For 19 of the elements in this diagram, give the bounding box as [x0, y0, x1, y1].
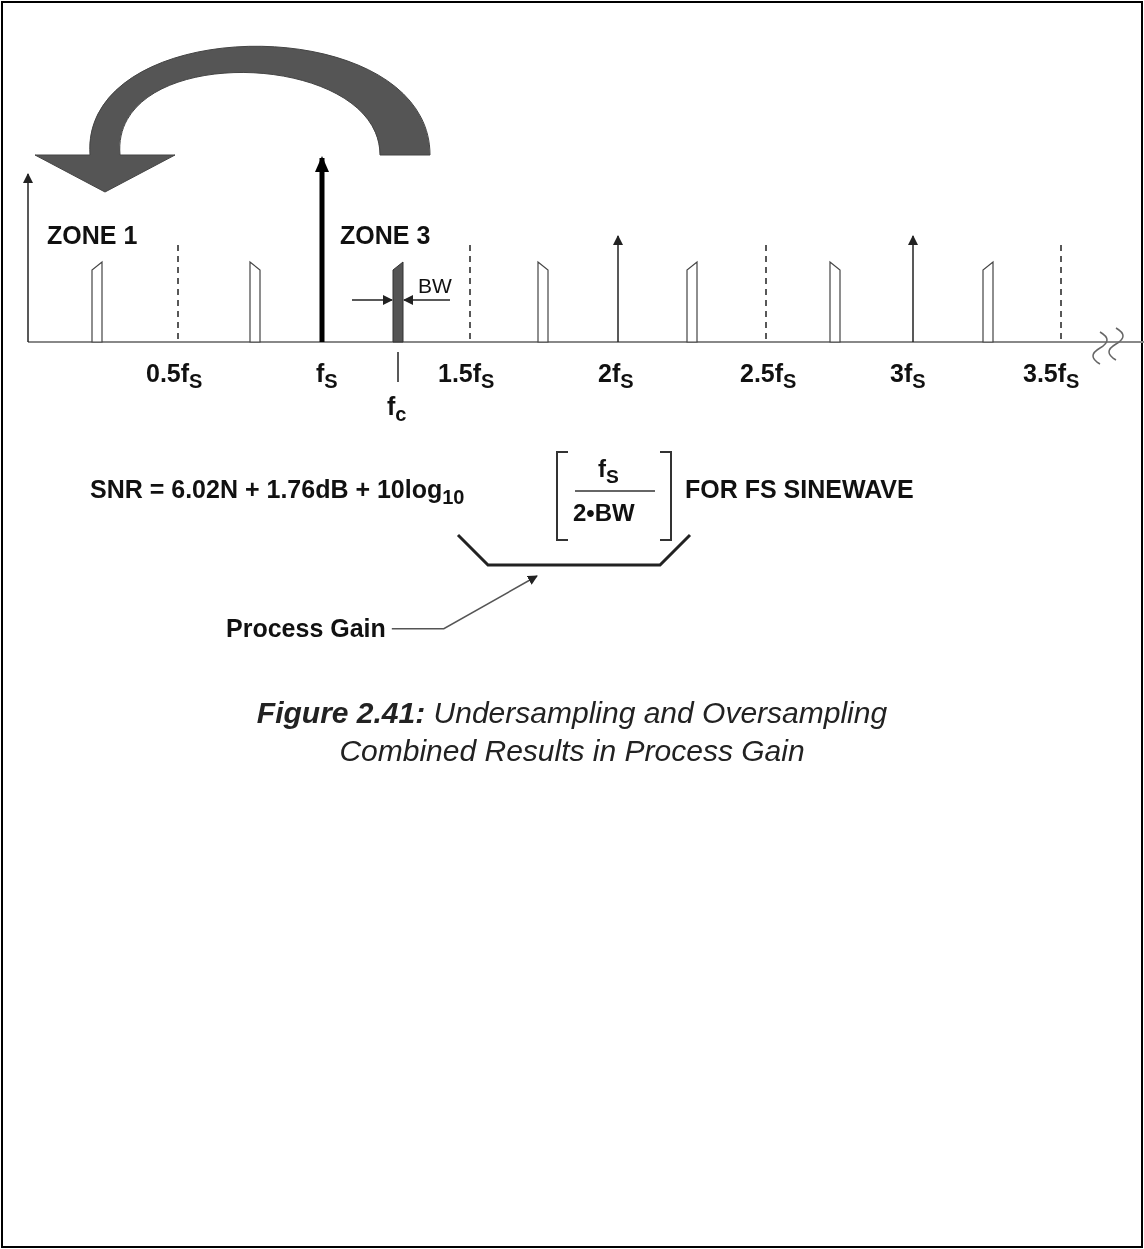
frequency-label: 2.5f$_{S}$	[740, 360, 797, 392]
figure-caption: Figure 2.41: Undersampling and Oversampling Combined Results in Process Gain	[255, 695, 889, 769]
frequency-label: 1.5f$_{S}$	[438, 360, 495, 392]
frequency-label: 2f$_{S}$	[598, 360, 634, 392]
frequency-label: 3.5f$_{S}$	[1023, 360, 1080, 392]
frequency-label: 0.5f$_{S}$	[146, 360, 203, 392]
bandwidth-label: BW	[418, 274, 452, 298]
callout-text: Process Gain	[226, 615, 386, 643]
frequency-label: f$_{c}$	[387, 393, 407, 425]
underbrace	[456, 533, 692, 567]
fraction-denominator: 2•BW	[573, 500, 635, 527]
frequency-label: 3f$_{S}$	[890, 360, 926, 392]
snr-formula: SNR = 6.02N + 1.76dB + 10log$_{10}$	[90, 476, 465, 508]
zone-label: ZONE 3	[340, 222, 431, 250]
fraction-numerator: f$_{S}$	[598, 456, 619, 487]
zone-label: ZONE 1	[47, 222, 138, 250]
formula-note: FOR FS SINEWAVE	[685, 476, 914, 504]
leader-line	[391, 575, 538, 630]
frequency-label: f$_{S}$	[316, 360, 338, 392]
